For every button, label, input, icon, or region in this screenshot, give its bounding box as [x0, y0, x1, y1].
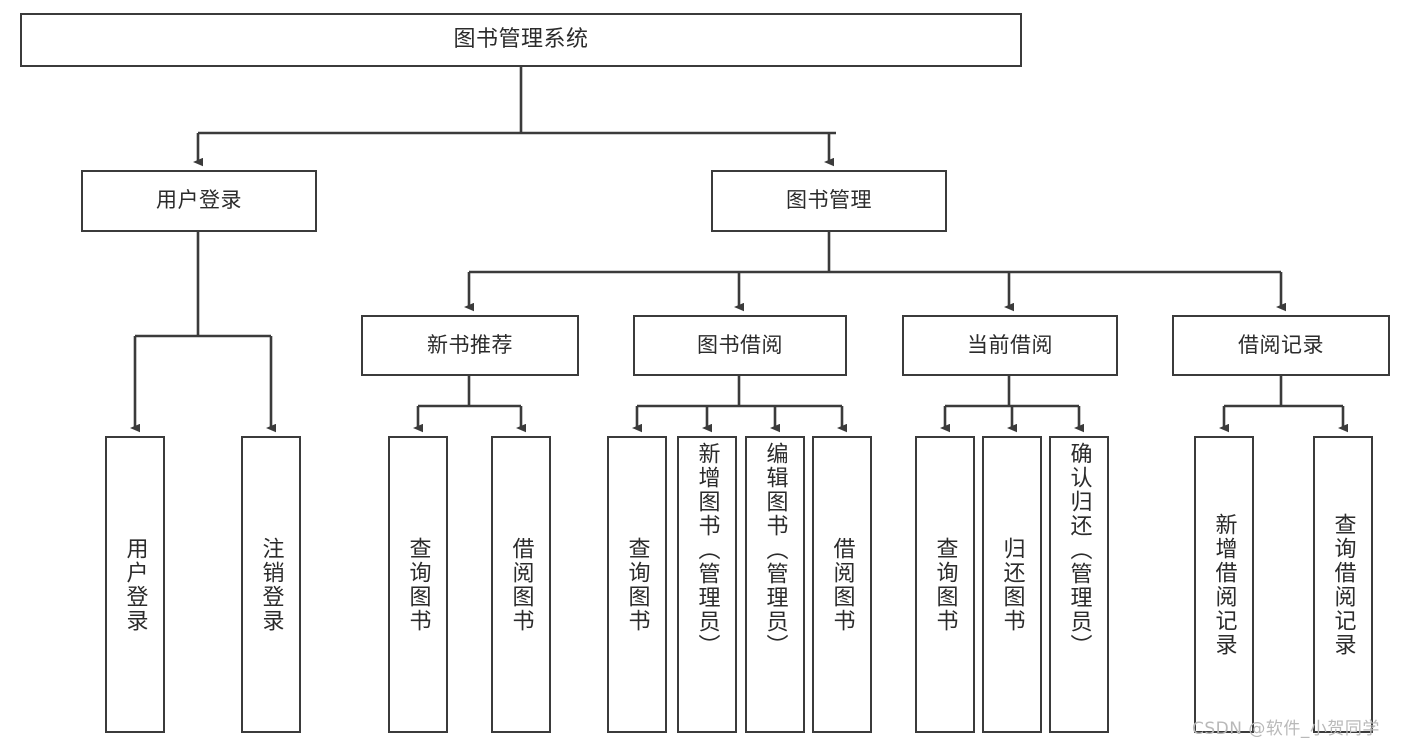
node-label: 新增图书（管理员）	[694, 442, 720, 658]
node-label: 图书管理	[786, 188, 872, 213]
node-label: 当前借阅	[967, 332, 1053, 357]
node-root-system[interactable]: 图书管理系统	[20, 13, 1022, 67]
node-label: 查询图书	[405, 536, 431, 633]
leaf-book-borrow-add[interactable]: 新增图书（管理员）	[677, 436, 737, 733]
node-user-login[interactable]: 用户登录	[81, 170, 317, 232]
node-label: 查询图书	[932, 536, 958, 633]
node-label: 借阅图书	[508, 536, 534, 633]
node-label: 查询图书	[624, 536, 650, 633]
leaf-borrow-record-add[interactable]: 新增借阅记录	[1194, 436, 1254, 733]
node-borrow-record[interactable]: 借阅记录	[1172, 315, 1390, 376]
node-label: 查询借阅记录	[1330, 512, 1356, 657]
leaf-current-borrow-return[interactable]: 归还图书	[982, 436, 1042, 733]
leaf-user-login-logout[interactable]: 注销登录	[241, 436, 301, 733]
node-label: 用户登录	[156, 188, 242, 213]
node-label: 新书推荐	[427, 332, 513, 357]
node-current-borrow[interactable]: 当前借阅	[902, 315, 1118, 376]
node-label: 编辑图书（管理员）	[762, 442, 788, 658]
leaf-new-book-borrow[interactable]: 借阅图书	[491, 436, 551, 733]
node-label: 归还图书	[999, 536, 1025, 633]
leaf-current-borrow-query[interactable]: 查询图书	[915, 436, 975, 733]
leaf-user-login-login[interactable]: 用户登录	[105, 436, 165, 733]
leaf-borrow-record-query[interactable]: 查询借阅记录	[1313, 436, 1373, 733]
node-label: 借阅记录	[1238, 332, 1324, 357]
node-new-book-recommend[interactable]: 新书推荐	[361, 315, 579, 376]
node-label: 注销登录	[258, 536, 284, 633]
node-label: 新增借阅记录	[1211, 512, 1237, 657]
leaf-book-borrow-query[interactable]: 查询图书	[607, 436, 667, 733]
csdn-watermark: CSDN @软件_小贺同学	[1192, 719, 1380, 739]
leaf-book-borrow-borrow[interactable]: 借阅图书	[812, 436, 872, 733]
leaf-current-borrow-confirm-return[interactable]: 确认归还（管理员）	[1049, 436, 1109, 733]
node-book-borrow[interactable]: 图书借阅	[633, 315, 847, 376]
leaf-new-book-query[interactable]: 查询图书	[388, 436, 448, 733]
node-label: 图书借阅	[697, 332, 783, 357]
node-label: 确认归还（管理员）	[1066, 442, 1092, 658]
node-label: 图书管理系统	[453, 26, 589, 52]
node-label: 用户登录	[122, 536, 148, 633]
node-label: 借阅图书	[829, 536, 855, 633]
leaf-book-borrow-edit[interactable]: 编辑图书（管理员）	[745, 436, 805, 733]
node-book-management[interactable]: 图书管理	[711, 170, 947, 232]
